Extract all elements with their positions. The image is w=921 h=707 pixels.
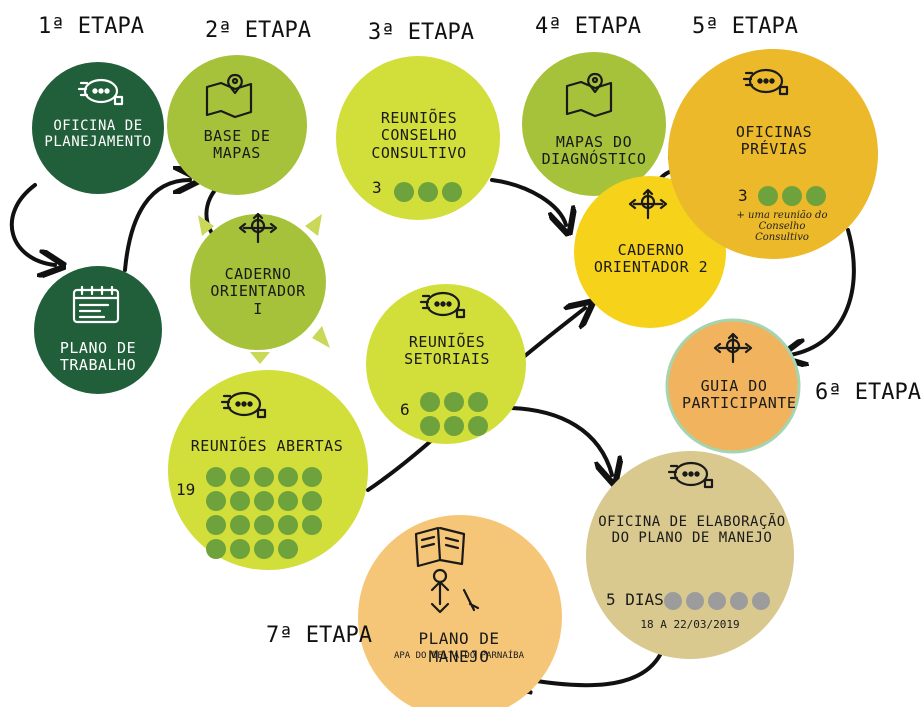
- oficinas-previas-count: 3: [738, 186, 748, 205]
- oficina-elaboracao-dots: [664, 592, 770, 610]
- count-dot: [444, 416, 464, 436]
- oficina-elaboracao-date: 18 a 22/03/2019: [640, 618, 740, 631]
- count-dot: [442, 182, 462, 202]
- count-dot: [468, 392, 488, 412]
- node-oficina-planejamento-circle: [32, 62, 164, 194]
- reunioes-abertas-label: REUNIÕES ABERTAS: [190, 437, 344, 455]
- node-guia-participante-circle: [665, 318, 801, 454]
- count-dot: [758, 186, 778, 206]
- count-dot: [686, 592, 704, 610]
- count-dot: [444, 392, 464, 412]
- count-dot: [420, 416, 440, 436]
- count-dot: [206, 515, 226, 535]
- arrow-setoriais-to-elaboracao: [510, 406, 612, 475]
- plano-trabalho-label: PLANO DE TRABALHO: [59, 339, 137, 375]
- count-dot: [278, 491, 298, 511]
- plano-manejo-sublabel: APA DO DELTA DO PARNAÍBA: [393, 651, 525, 661]
- reunioes-conselho-count: 3: [372, 178, 382, 197]
- etapa-2-label: 2ª ETAPA: [205, 18, 311, 43]
- chat-bubbles-icon: [77, 78, 124, 106]
- oficina-planejamento-label: OFICINA DE PLANEJAMENTO: [44, 118, 152, 151]
- calendar-icon: [72, 285, 120, 324]
- base-mapas-label: BASE DE MAPAS: [203, 127, 271, 163]
- oficinas-previas-label: OFICINAS PRÉVIAS: [735, 123, 813, 159]
- count-dot: [206, 491, 226, 511]
- count-dot: [230, 467, 250, 487]
- reunioes-conselho-dots: [394, 182, 462, 202]
- count-dot: [752, 592, 770, 610]
- count-dot: [664, 592, 682, 610]
- map-pin-icon: [205, 73, 253, 119]
- count-dot: [730, 592, 748, 610]
- count-dot: [230, 491, 250, 511]
- compass-arrows-icon: [238, 212, 278, 244]
- reunioes-setoriais-dots: [420, 392, 488, 436]
- reunioes-setoriais-label: REUNIÕES SETORIAIS: [404, 333, 490, 369]
- arrow-conselho-to-caderno2: [490, 178, 566, 225]
- oficinas-previas-note: + uma reunião do Conselho Consultivo: [736, 210, 828, 243]
- chat-bubbles-icon: [220, 391, 267, 419]
- book-icon: [414, 526, 480, 614]
- count-dot: [230, 539, 250, 559]
- mapas-diagnostico-label: MAPAS DO DIAGNÓSTICO: [541, 133, 647, 169]
- chat-bubbles-icon: [742, 68, 789, 96]
- count-dot: [782, 186, 802, 206]
- caderno-1-direction-arrows: [198, 214, 330, 364]
- oficina-elaboracao-count: 5 DIAS: [606, 590, 664, 609]
- plano-manejo-label: PLANO DE MANEJO: [418, 629, 500, 667]
- count-dot: [254, 515, 274, 535]
- node-oficinas-previas-circle: [668, 49, 878, 259]
- reunioes-conselho-label: REUNIÕES CONSELHO CONSULTIVO: [371, 109, 467, 162]
- count-dot: [254, 491, 274, 511]
- count-dot: [806, 186, 826, 206]
- count-dot: [394, 182, 414, 202]
- etapa-5-label: 5ª ETAPA: [692, 14, 798, 39]
- etapa-6-label: 6ª ETAPA: [815, 380, 921, 405]
- count-dot: [302, 491, 322, 511]
- node-plano-trabalho-circle: [34, 266, 162, 394]
- node-caderno-1-circle: [190, 214, 326, 350]
- count-dot: [278, 539, 298, 559]
- count-dot: [254, 467, 274, 487]
- count-dot: [254, 539, 274, 559]
- count-dot: [302, 467, 322, 487]
- chat-bubbles-icon: [419, 291, 466, 319]
- arrow-plano-to-base: [123, 180, 190, 272]
- count-dot: [278, 467, 298, 487]
- reunioes-abertas-count: 19: [176, 480, 196, 499]
- caderno-orientador-2-label: CADERNO ORIENTADOR 2: [593, 241, 709, 277]
- guia-participante-label: GUIA DO PARTICIPANTE: [682, 377, 797, 413]
- count-dot: [206, 539, 226, 559]
- caderno-orientador-1-label: CADERNO ORIENTADOR I: [210, 265, 306, 318]
- etapa-1-label: 1ª ETAPA: [38, 14, 144, 39]
- node-reunioes-conselho-circle: [336, 56, 500, 220]
- count-dot: [418, 182, 438, 202]
- oficinas-previas-dots: [758, 186, 826, 206]
- node-plano-manejo-circle: [358, 515, 562, 707]
- count-dot: [278, 515, 298, 535]
- count-dot: [708, 592, 726, 610]
- arrow-elaboracao-to-plano: [518, 653, 662, 685]
- etapa-4-label: 4ª ETAPA: [535, 14, 641, 39]
- compass-arrows-icon: [628, 188, 668, 220]
- reunioes-setoriais-count: 6: [400, 400, 410, 419]
- chat-bubbles-icon: [667, 461, 714, 489]
- compass-arrows-icon: [713, 332, 753, 364]
- node-mapas-diagnostico-circle: [522, 52, 666, 196]
- arrow-oficina-to-plano: [9, 183, 55, 265]
- reunioes-abertas-dots: [206, 467, 322, 559]
- map-pin-icon: [565, 72, 613, 118]
- count-dot: [468, 416, 488, 436]
- count-dot: [230, 515, 250, 535]
- node-base-mapas-circle: [167, 55, 307, 195]
- count-dot: [206, 467, 226, 487]
- etapa-7-label: 7ª ETAPA: [266, 623, 372, 648]
- count-dot: [302, 515, 322, 535]
- etapa-3-label: 3ª ETAPA: [368, 20, 474, 45]
- oficina-elaboracao-label: OFICINA DE ELABORAÇÃO DO PLANO DE MANEJO: [598, 514, 786, 547]
- count-dot: [420, 392, 440, 412]
- arrow-previas-to-guia: [790, 228, 856, 355]
